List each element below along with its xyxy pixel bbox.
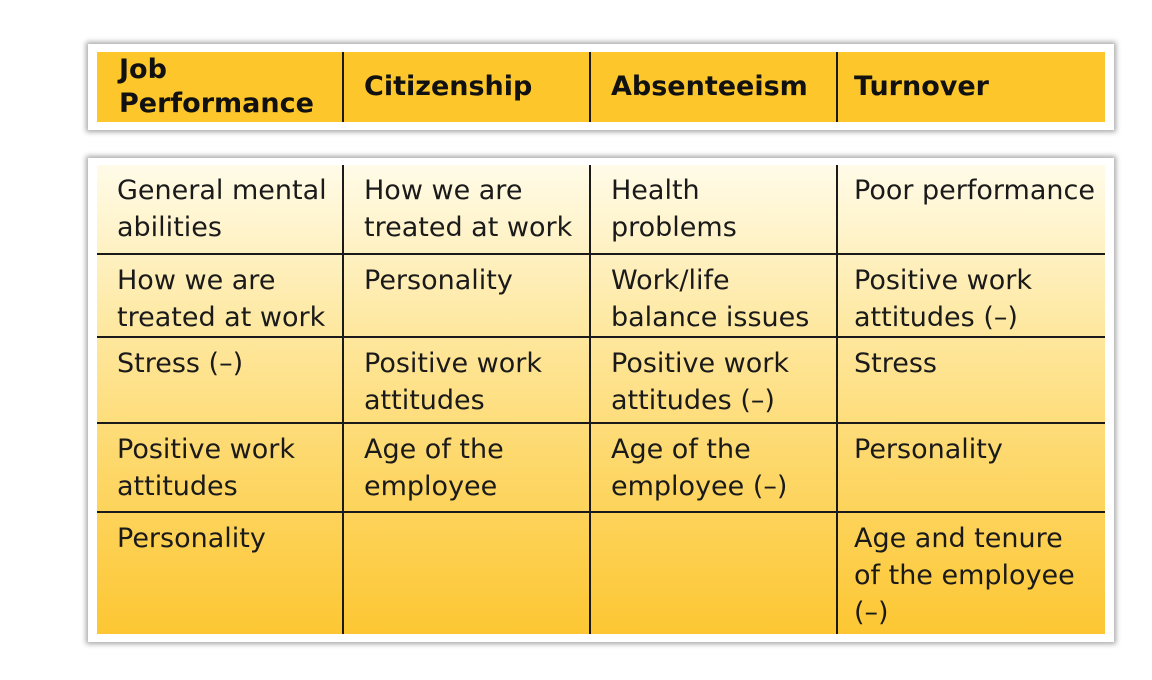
header-turnover: Turnover — [854, 71, 989, 102]
table-cell: Personality — [344, 255, 591, 338]
table-cell: Poor performance — [838, 165, 1105, 255]
table-cell: Positive work attitudes (–) — [591, 338, 838, 424]
table-cell: How we are treated at work — [97, 255, 344, 338]
table-cell — [591, 513, 838, 634]
table-cell: Stress — [838, 338, 1105, 424]
header-absenteeism: Absenteeism — [591, 52, 838, 122]
table-cell: Positive work attitudes — [344, 338, 591, 424]
table-cell: Personality — [838, 424, 1105, 513]
table-cell: Age of the employee — [344, 424, 591, 513]
table-cell: Stress (–) — [97, 338, 344, 424]
table-cell: General mental abilities — [97, 165, 344, 255]
table-cell: Age of the employee (–) — [591, 424, 838, 513]
table-cell — [344, 513, 591, 634]
table-cell: Age and tenure of the employee (–) — [854, 523, 1075, 628]
table-cell: Personality — [97, 513, 344, 634]
header-citizenship: Citizenship — [344, 52, 591, 122]
table-cell: Positive work attitudes (–) — [838, 255, 1105, 338]
header-panel: Job Performance Citizenship Absenteeism … — [88, 44, 1114, 130]
table-cell: How we are treated at work — [344, 165, 591, 255]
body-panel: General mental abilities How we are trea… — [88, 158, 1114, 642]
table-header-row: Job Performance Citizenship Absenteeism … — [97, 52, 1105, 122]
table-cell: Work/life balance issues — [591, 255, 838, 338]
table-cell: Positive work attitudes — [97, 424, 344, 513]
table-body: General mental abilities How we are trea… — [97, 165, 1105, 634]
header-job-performance: Job Performance — [97, 52, 344, 122]
table-cell: Health problems — [591, 165, 838, 255]
